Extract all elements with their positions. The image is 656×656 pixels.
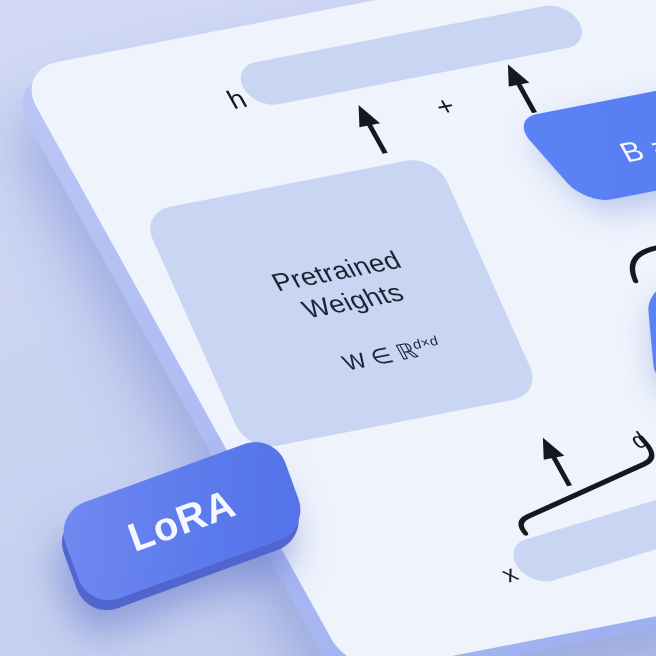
diagram-plane: h + B = Pretrained Weights W ∈ ℝd×d <box>6 0 656 656</box>
formula-symbol: W <box>337 348 372 375</box>
lora-badge-label: LoRA <box>122 480 242 561</box>
up-arrow-icon-left <box>358 105 388 154</box>
lora-badge: LoRA <box>54 433 310 609</box>
rank-brace-icon <box>629 231 656 284</box>
up-arrow-icon-input <box>542 437 573 487</box>
b-matrix-label: B = <box>614 130 656 169</box>
dimension-brace-icon <box>518 435 655 536</box>
formula-element-of: ∈ <box>365 342 398 370</box>
up-arrow-icon-right <box>507 64 538 114</box>
